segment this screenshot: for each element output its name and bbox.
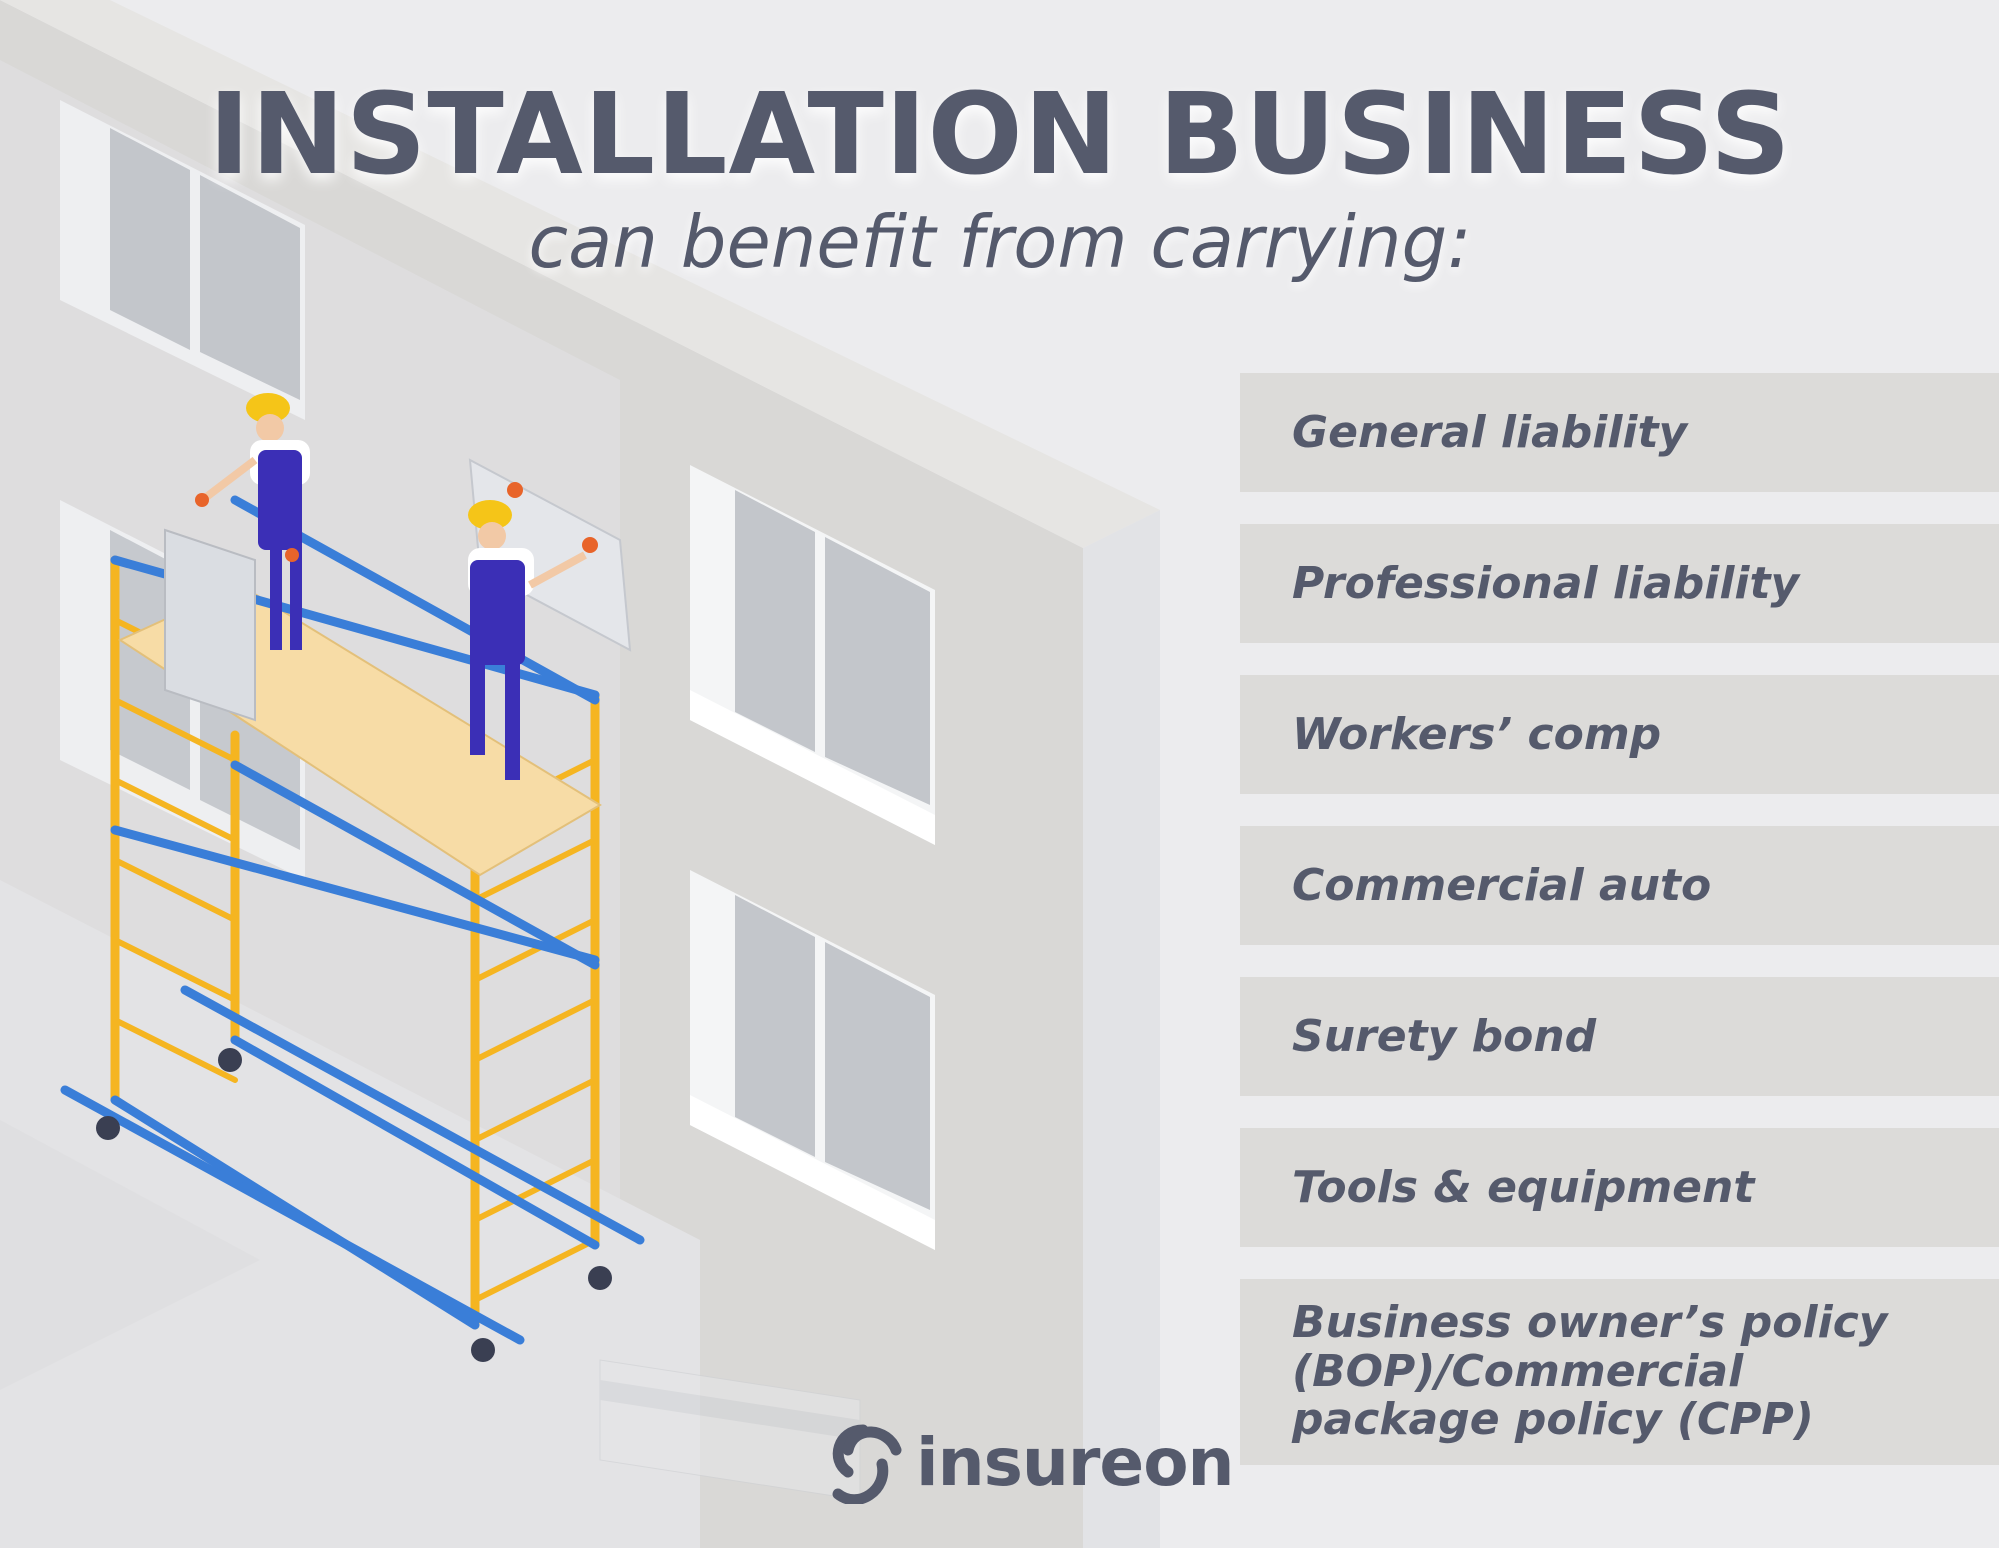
coverage-item-tools-equipment: Tools & equipment <box>1240 1128 1999 1247</box>
building-wall-right <box>1083 510 1160 1548</box>
window-lower-right <box>690 870 935 1250</box>
coverage-item-surety-bond: Surety bond <box>1240 977 1999 1096</box>
page-subtitle: can benefit from carrying: <box>528 200 1472 284</box>
insulation-board <box>468 458 632 652</box>
wheel <box>218 1048 242 1072</box>
wheel <box>588 1266 612 1290</box>
wheel <box>96 1116 120 1140</box>
worker-right <box>468 482 598 780</box>
wheel <box>471 1338 495 1362</box>
panel-stack <box>599 1359 861 1501</box>
insureon-logo-icon <box>832 1424 902 1504</box>
brand-name: insureon <box>916 1423 1235 1501</box>
worker-left <box>195 393 310 650</box>
window-upper-right <box>690 465 935 845</box>
coverage-item-workers-comp: Workers’ comp <box>1240 675 1999 794</box>
board-stack <box>164 528 256 722</box>
coverage-list: General liability Professional liability… <box>1240 373 1999 1497</box>
brand-logo: insureon <box>818 1420 1235 1504</box>
coverage-item-professional-liability: Professional liability <box>1240 524 1999 643</box>
ground-strip <box>0 1120 260 1390</box>
page-title: INSTALLATION BUSINESS <box>208 70 1792 200</box>
coverage-item-bop-cpp: Business owner’s policy (BOP)/Commercial… <box>1240 1279 1999 1465</box>
coverage-item-general-liability: General liability <box>1240 373 1999 492</box>
building-top-edge <box>0 0 1160 548</box>
coverage-item-commercial-auto: Commercial auto <box>1240 826 1999 945</box>
window-upper-left <box>60 100 305 420</box>
